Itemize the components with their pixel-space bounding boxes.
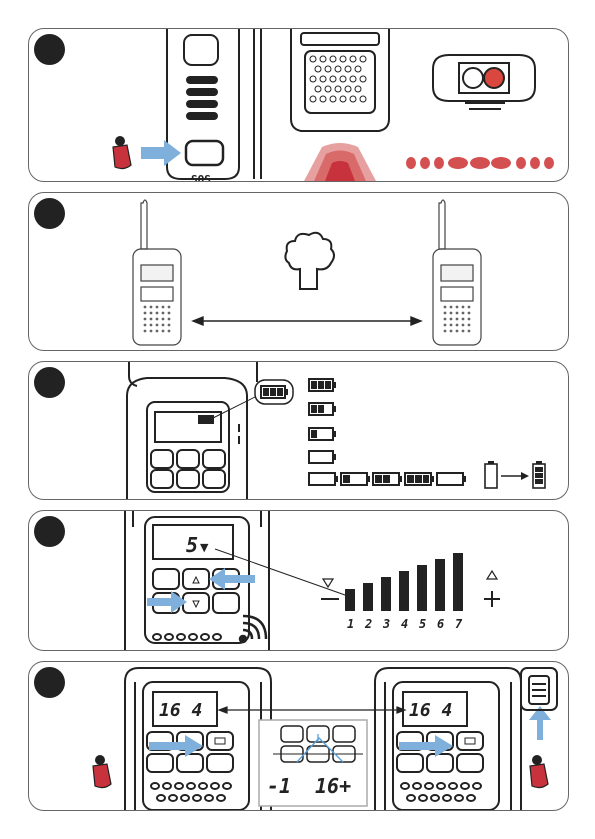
battery-full-icon (309, 379, 336, 391)
flashlight-top-view (433, 55, 535, 109)
arrow-up-icon (529, 706, 551, 740)
battery-charging-sequence (309, 473, 466, 485)
side-switch[interactable] (521, 668, 557, 710)
alarm-siren-icon (304, 143, 376, 181)
level-label-1: 1 (347, 617, 354, 631)
panel-sos: SOS (28, 28, 569, 182)
battery-two-thirds-icon (309, 403, 336, 415)
distance-arrow-icon (193, 317, 421, 325)
speaker-small-icon: ▼ (200, 541, 208, 554)
channel-plus-value: 16+ (315, 774, 351, 798)
radio-front-view (127, 362, 257, 499)
panel-battery (28, 361, 569, 500)
scan-button-left[interactable] (207, 732, 233, 750)
battery-zoom-callout (209, 380, 293, 420)
sound-waves-icon (240, 616, 266, 642)
lcd-volume-value: 5 (186, 533, 198, 557)
volume-down-indicator (321, 579, 339, 599)
battery-levels (309, 379, 336, 463)
volume-down-button[interactable] (183, 593, 209, 613)
battery-one-third-icon (309, 428, 336, 440)
sos-button[interactable] (186, 141, 223, 165)
panel3-illustration (29, 362, 568, 499)
panel2-illustration (29, 193, 568, 350)
panel5-illustration (29, 662, 568, 810)
finger-press-icon-left (93, 755, 111, 788)
level-label-5: 5 (419, 617, 426, 631)
panel4-illustration (29, 511, 568, 650)
lcd-channel-right: 16 4 (409, 700, 452, 721)
flashing-light-dots (406, 157, 554, 169)
panel-range (28, 192, 569, 351)
finger-press-icon (113, 136, 131, 169)
level-label-3: 3 (383, 617, 390, 631)
panel1-illustration (29, 29, 568, 181)
lcd-channel-left: 16 4 (159, 700, 202, 721)
level-label-7: 7 (455, 617, 462, 631)
volume-level-labels: 1 2 3 4 5 6 7 (343, 617, 483, 633)
finger-press-icon-right (530, 755, 548, 788)
radio-right-front-view (375, 668, 521, 810)
panel-channel-scan: 16 4 16 4 -1 16+ (28, 661, 569, 811)
volume-up-indicator (484, 571, 500, 607)
radio-left-front-view (125, 668, 271, 810)
speaker-grille (310, 56, 366, 102)
level-label-4: 4 (401, 617, 408, 631)
battery-charge-arrow (485, 461, 545, 488)
volume-level-bars (345, 553, 463, 611)
battery-empty-icon (309, 451, 336, 463)
radio-right (433, 200, 481, 345)
level-label-6: 6 (437, 617, 444, 631)
radio-left (133, 200, 181, 345)
double-arrow-icon (219, 707, 405, 713)
sos-label: SOS (191, 173, 211, 182)
tree-icon (285, 233, 334, 289)
level-label-2: 2 (365, 617, 372, 631)
scan-button-right[interactable] (457, 732, 483, 750)
arrow-right-icon (141, 140, 181, 166)
volume-up-button[interactable] (183, 569, 209, 589)
panel-volume: 5 ▼ 1 2 3 4 5 6 7 (28, 510, 569, 651)
channel-minus-value: -1 (267, 774, 291, 798)
